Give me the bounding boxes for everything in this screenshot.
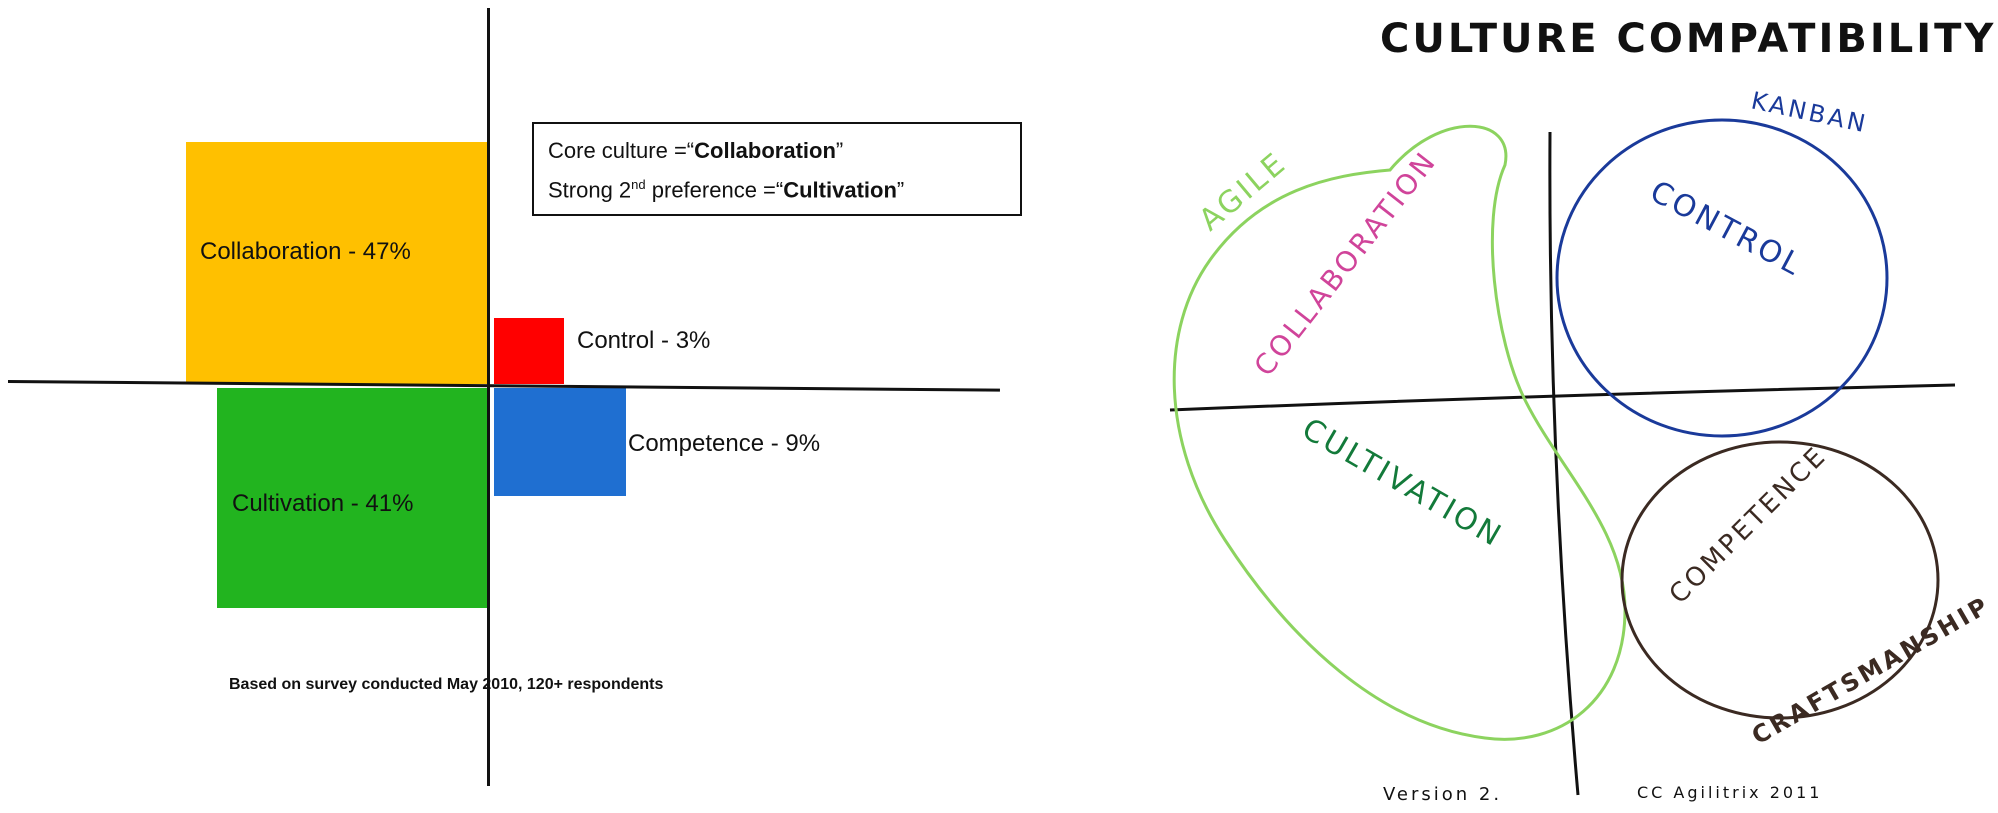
control-block bbox=[494, 318, 564, 384]
legend-line-1-prefix: Core culture =“ bbox=[548, 138, 695, 163]
legend-core-culture: Collaboration bbox=[694, 138, 836, 163]
cultivation-block bbox=[217, 388, 488, 608]
collaboration-block bbox=[186, 142, 488, 384]
diagram-horizontal-axis bbox=[1169, 383, 1956, 412]
agile-blob bbox=[1172, 124, 1627, 741]
legend-superscript: nd bbox=[631, 177, 646, 192]
kanban-label: KANBAN bbox=[1749, 86, 1871, 138]
diagram-canvas: CULTURE COMPATIBILITY AGILE KANBAN COLLA… bbox=[1169, 16, 1996, 805]
cultivation-label: Cultivation - 41% bbox=[232, 490, 414, 517]
legend-line-1: Core culture =“Collaboration” bbox=[548, 134, 1006, 168]
survey-quadrant-chart: Collaboration - 47% Control - 3% Cultiva… bbox=[7, 8, 1022, 786]
diagram-title: CULTURE COMPATIBILITY bbox=[1380, 16, 1996, 62]
credit-label: CC Agilitrix 2011 bbox=[1637, 783, 1822, 802]
legend-line-2-prefix: Strong 2 bbox=[548, 177, 632, 203]
craftsmanship-hand-label: CRAFTSMANSHIP bbox=[1747, 591, 1995, 750]
kanban-circle bbox=[1555, 118, 1889, 438]
craftsmanship-circle bbox=[1620, 440, 1940, 720]
vertical-axis bbox=[487, 8, 490, 786]
diagram-vertical-axis bbox=[1548, 131, 1580, 796]
legend-line-2: Strong 2nd preference =“Cultivation” bbox=[548, 168, 1006, 207]
version-label: Version 2. bbox=[1383, 784, 1502, 805]
culture-compatibility-diagram: CULTURE COMPATIBILITY AGILE KANBAN COLLA… bbox=[1140, 0, 1998, 813]
control-hand-label: CONTROL bbox=[1644, 174, 1808, 284]
competence-block bbox=[494, 388, 626, 496]
control-label: Control - 3% bbox=[577, 327, 711, 354]
legend-line-2-mid: preference =“ bbox=[645, 177, 784, 203]
survey-footnote: Based on survey conducted May 2010, 120+… bbox=[229, 676, 664, 693]
collaboration-label: Collaboration - 47% bbox=[200, 238, 411, 265]
legend-box: Core culture =“Collaboration” Strong 2nd… bbox=[532, 122, 1022, 216]
cultivation-hand-label: CULTIVATION bbox=[1296, 412, 1509, 555]
legend-second-preference: Cultivation bbox=[783, 177, 897, 203]
legend-line-1-suffix: ” bbox=[835, 138, 844, 163]
competence-label: Competence - 9% bbox=[628, 430, 821, 457]
legend-line-2-suffix: ” bbox=[896, 177, 905, 203]
